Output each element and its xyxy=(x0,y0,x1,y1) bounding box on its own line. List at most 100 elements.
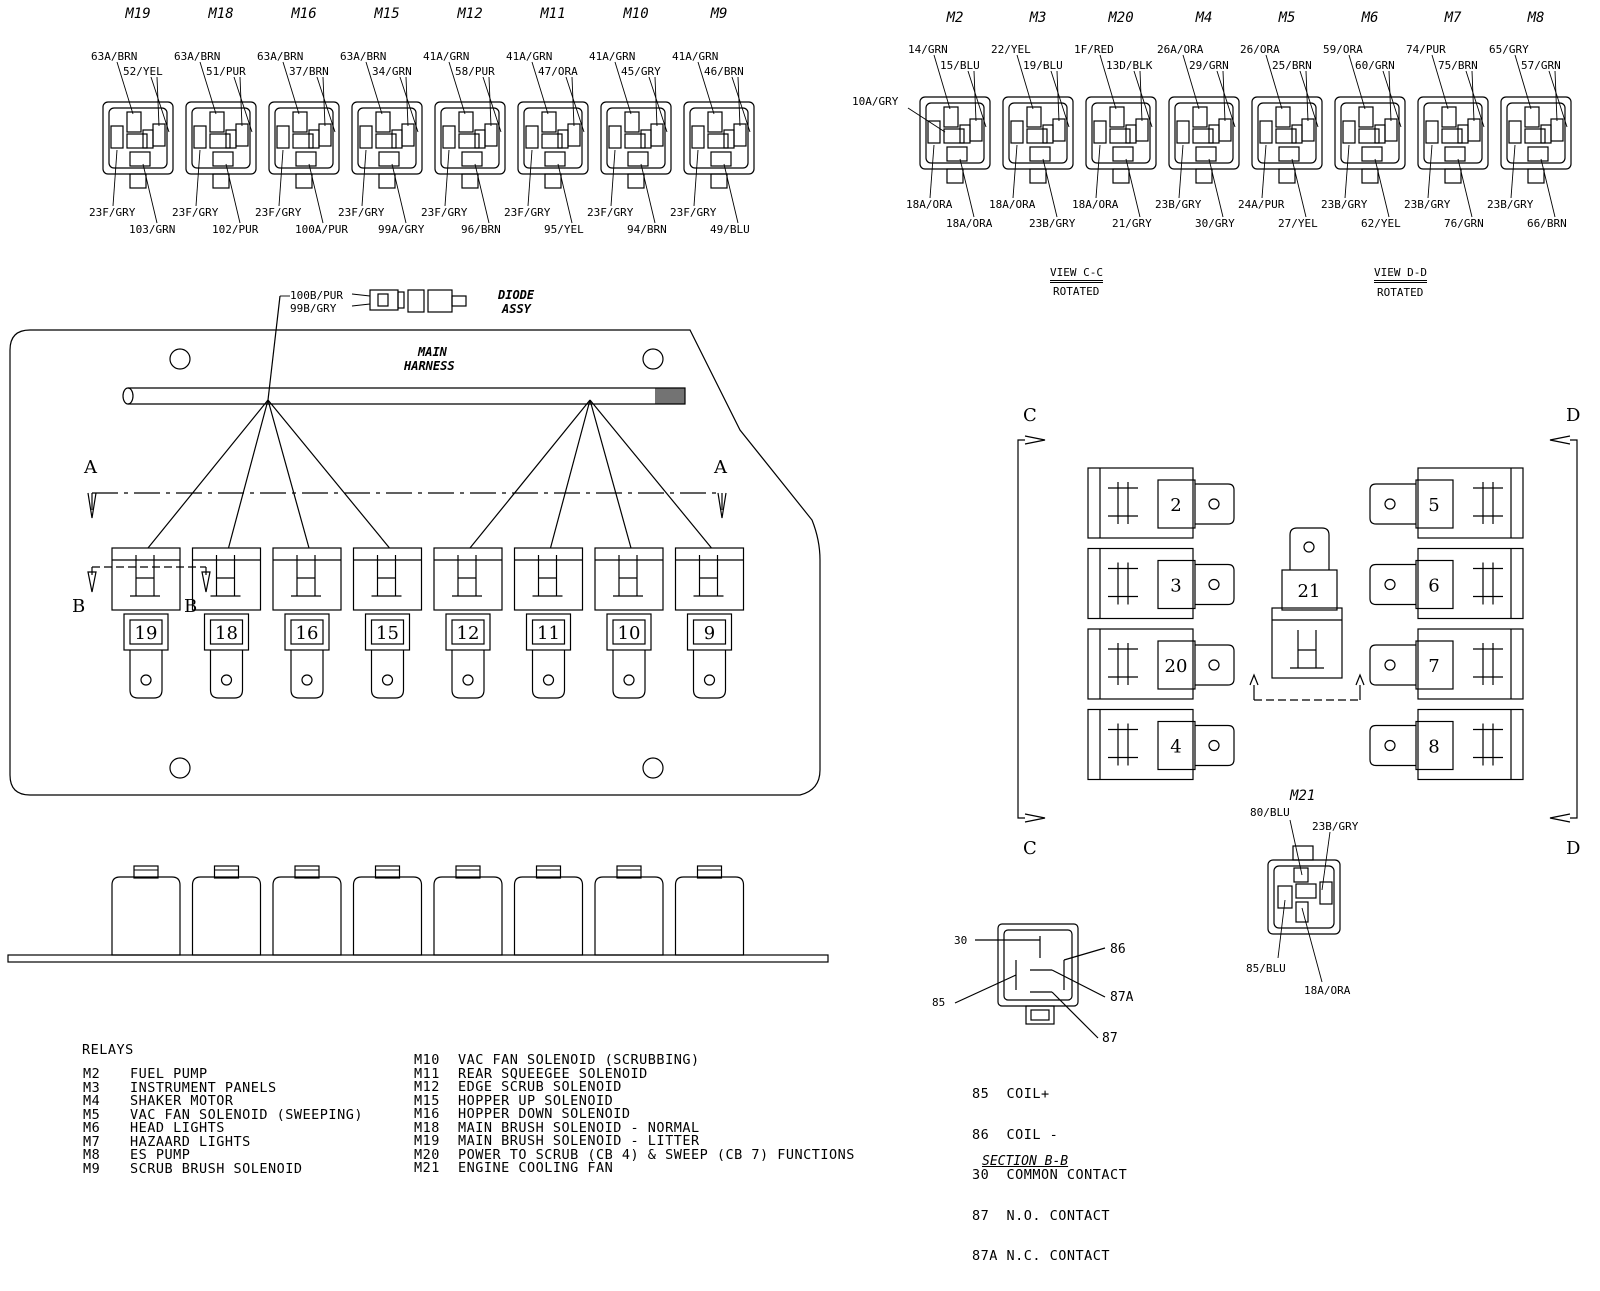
wire-label: 102/PUR xyxy=(212,223,259,236)
leader-line xyxy=(267,295,281,401)
terminal-slot xyxy=(1342,120,1356,144)
relay-side-body xyxy=(674,876,745,956)
terminal-slot xyxy=(1374,124,1386,144)
leader-line xyxy=(610,149,616,207)
leader-line xyxy=(267,399,310,549)
wire-label: 26A/ORA xyxy=(1157,43,1204,56)
terminal-slot xyxy=(943,106,959,128)
view-dd-subtitle: ROTATED xyxy=(1377,286,1424,299)
relay-tab-hole xyxy=(1208,659,1220,671)
relay-number: 20 xyxy=(1165,656,1188,677)
leader-line xyxy=(399,76,419,133)
leader-line xyxy=(278,149,284,207)
leader-line xyxy=(1514,54,1532,110)
diode-plug-pin xyxy=(397,291,405,309)
relay-number-box xyxy=(1415,720,1454,771)
terminal-slot xyxy=(1208,124,1220,144)
wire-label: 76/GRN xyxy=(1444,217,1484,230)
terminal-slot xyxy=(557,129,569,149)
leader-line xyxy=(1178,144,1184,199)
connector-inner xyxy=(689,107,749,169)
legend-line: 87A N.C. CONTACT xyxy=(972,1248,1111,1264)
leader-line xyxy=(954,974,1017,1004)
wire-label: 57/GRN xyxy=(1521,59,1561,72)
relay-number: 10 xyxy=(618,623,641,644)
connector-inner xyxy=(606,107,666,169)
terminal-slot xyxy=(1508,120,1522,144)
wire-label: 23F/GRY xyxy=(504,206,551,219)
legend-line: 87 N.O. CONTACT xyxy=(972,1207,1111,1224)
view-cc-title: VIEW C-C xyxy=(1050,266,1103,283)
relay-tab-hole xyxy=(301,674,313,686)
relay-number-box xyxy=(1157,640,1196,690)
wire-label: 49/BLU xyxy=(710,223,750,236)
wire-label: 100A/PUR xyxy=(295,223,348,236)
leader-line xyxy=(1388,70,1392,122)
relay-tab-hole xyxy=(1303,541,1315,553)
leader-line xyxy=(474,163,490,224)
terminal-slot xyxy=(359,125,373,149)
connector-latch xyxy=(544,173,562,189)
relay-number: 19 xyxy=(135,623,158,644)
panel-relay: 19 xyxy=(111,547,181,699)
connector-inner xyxy=(440,107,500,169)
relay-number: 15 xyxy=(376,623,399,644)
relay-base xyxy=(284,613,330,651)
connector-face: M12 41A/GRN 58/PUR 23F/GRY 96/BRN xyxy=(421,6,506,236)
relay-tab-hole xyxy=(1384,659,1396,671)
relay-tab xyxy=(1195,563,1235,606)
wire-label: 96/BRN xyxy=(461,223,501,236)
leader-line xyxy=(1301,907,1323,983)
relay-number-box xyxy=(1281,569,1338,611)
wire-label: 58/PUR xyxy=(455,65,495,78)
relay-description: SHAKER MOTOR xyxy=(130,1093,234,1109)
terminal-slot xyxy=(1275,128,1297,144)
relay-code: M5 xyxy=(83,1106,101,1123)
leader-line xyxy=(549,399,591,549)
wire-label: 63A/BRN xyxy=(174,50,220,63)
leader-line xyxy=(565,76,585,133)
leader-line xyxy=(737,76,741,127)
relay-number-box xyxy=(692,619,727,645)
terminal-slot xyxy=(378,151,400,167)
wire-label: 23F/GRY xyxy=(421,206,468,219)
relay-tab xyxy=(1369,724,1416,767)
leader-line xyxy=(1277,899,1286,959)
connector-inner xyxy=(1257,102,1317,164)
wire-label: 23B/GRY xyxy=(1155,198,1202,211)
connector-inner xyxy=(191,107,251,169)
terminal-slot xyxy=(308,129,320,149)
terminal-slot xyxy=(1029,146,1051,162)
connector-latch xyxy=(946,168,964,184)
leader-line xyxy=(227,399,269,549)
relay-base xyxy=(525,613,572,651)
legend-line: 86 COIL - xyxy=(972,1126,1059,1143)
relay-code: M11 xyxy=(414,1065,440,1082)
wire-label: 47/ORA xyxy=(538,65,578,78)
terminal-slot xyxy=(1441,128,1463,144)
wire-label: 23F/GRY xyxy=(670,206,717,219)
leader-line xyxy=(640,163,656,224)
wire-label: 41A/GRN xyxy=(423,50,469,63)
diode-body xyxy=(407,289,425,313)
terminal-slot xyxy=(1042,124,1054,144)
side-view-relay xyxy=(674,865,745,956)
section-letter-a: A xyxy=(714,457,727,478)
relay-number-box xyxy=(1415,559,1454,610)
relay-number: 9 xyxy=(704,623,715,644)
leader-line xyxy=(1321,831,1331,891)
leader-line xyxy=(531,61,549,115)
relay-base xyxy=(123,613,169,651)
wire-label: 41A/GRN xyxy=(589,50,635,63)
connector-inner xyxy=(1008,102,1068,164)
relay-number: 21 xyxy=(1298,581,1321,602)
connector-label: M12 xyxy=(456,6,482,22)
view-relay: 7 xyxy=(1369,628,1524,700)
terminal-slot xyxy=(1109,128,1131,144)
terminal-slot xyxy=(1293,867,1309,883)
terminal-slot xyxy=(1259,120,1273,144)
m21-connector xyxy=(1267,819,1341,983)
connector-latch xyxy=(1029,168,1047,184)
